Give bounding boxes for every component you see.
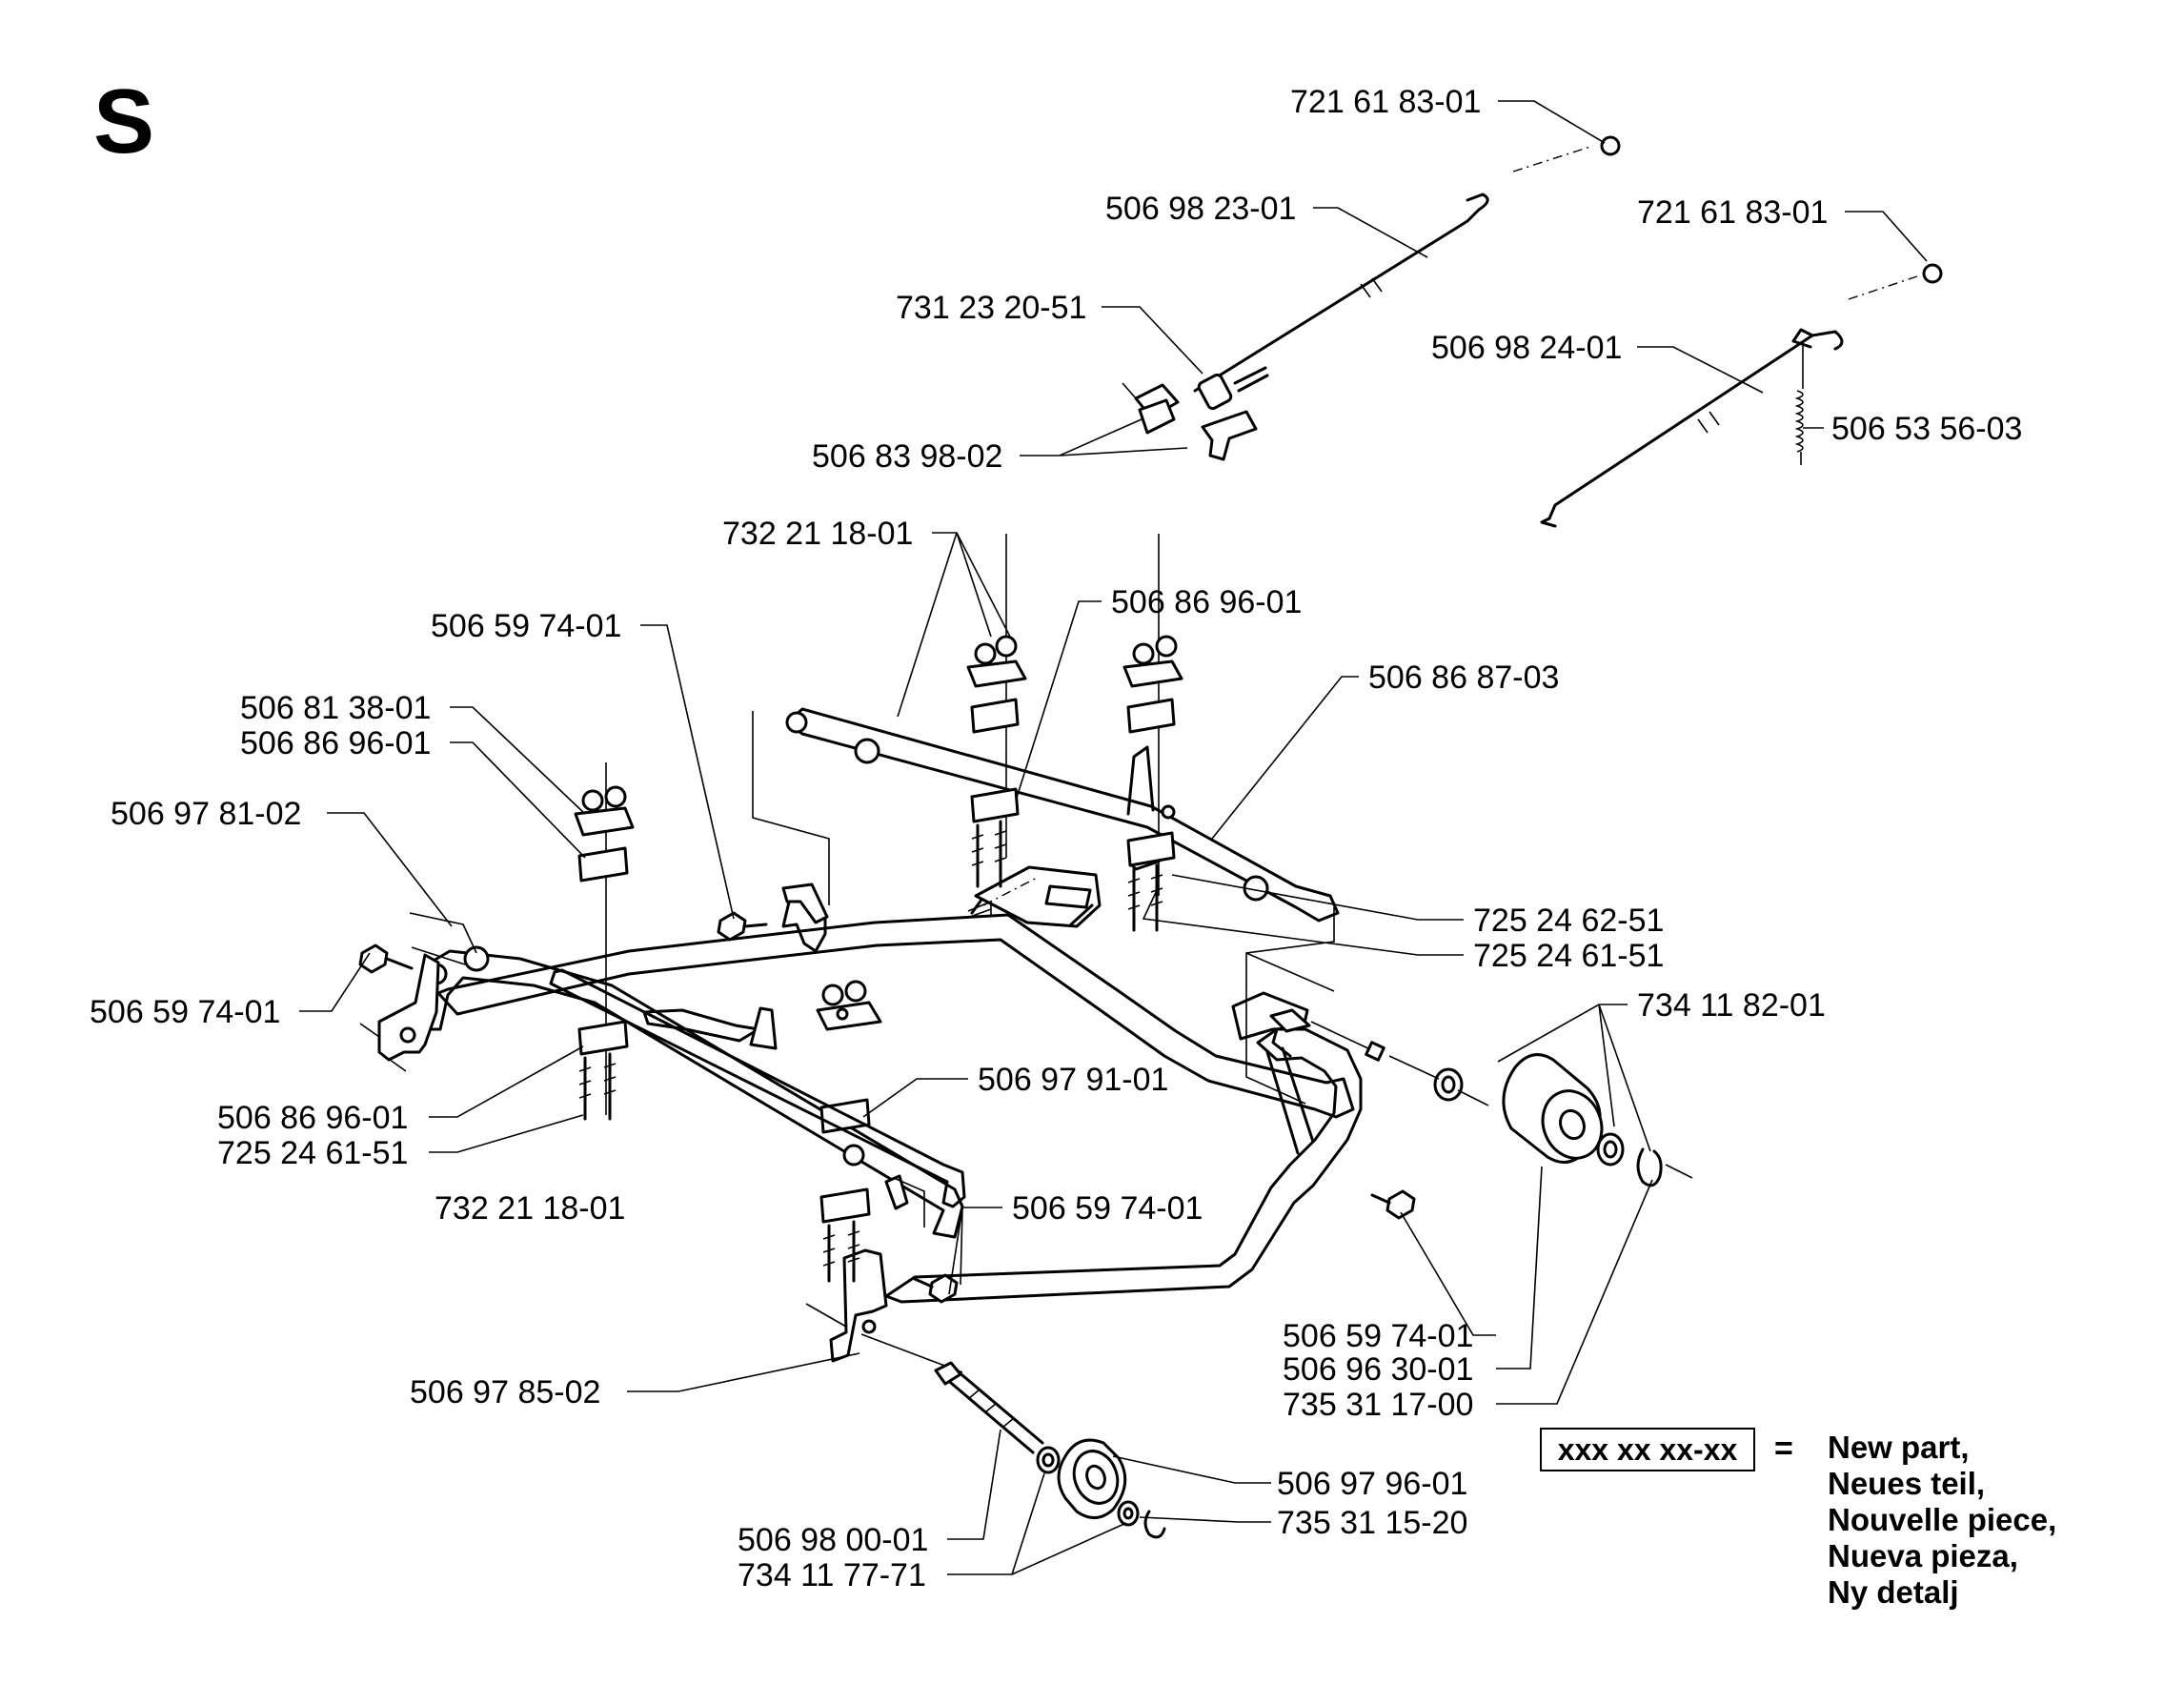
part-number-label: 735 31 17-00 <box>1283 1387 1474 1423</box>
part-number-label: 506 97 91-01 <box>978 1062 1169 1098</box>
part-number-label: 506 98 23-01 <box>1105 191 1297 227</box>
part-number-label: 506 97 81-02 <box>111 796 302 832</box>
legend-line: Nueva pieza, <box>1828 1538 2018 1573</box>
part-number-label: 506 86 96-01 <box>217 1100 409 1136</box>
legend-equals-sign: = <box>1774 1430 1793 1467</box>
clamp-stack-left <box>574 762 635 1121</box>
spring-coil-icon <box>1794 343 1804 465</box>
legend-new-part-box: xxx xx xx-xx <box>1540 1428 1755 1471</box>
washer-icon <box>1388 1055 1489 1106</box>
hex-bolt-icon <box>358 943 414 974</box>
frame-upper-arm <box>436 883 1355 1119</box>
part-number-label: 506 59 74-01 <box>1012 1190 1203 1227</box>
part-number-label: 721 61 83-01 <box>1290 84 1482 120</box>
part-number-label: 506 97 96-01 <box>1277 1466 1468 1502</box>
part-number-label: 735 31 15-20 <box>1277 1505 1468 1541</box>
part-number-label: 506 98 24-01 <box>1431 330 1623 366</box>
part-number-label: 506 98 00-01 <box>738 1522 929 1558</box>
part-number-label: 506 83 98-02 <box>812 438 1003 475</box>
legend-line: Nouvelle piece, <box>1828 1502 2057 1537</box>
section-letter: S <box>93 71 155 172</box>
clevis-pin-icon <box>1600 135 1621 156</box>
washer-icon <box>1117 1500 1140 1527</box>
control-rod-left <box>1193 135 1621 393</box>
centre-bracket <box>642 1006 778 1050</box>
part-number-label: 506 96 30-01 <box>1283 1351 1474 1388</box>
part-number-label: 721 61 83-01 <box>1637 194 1829 231</box>
part-number-label: 506 59 74-01 <box>1283 1318 1474 1354</box>
rear-wheel <box>1502 1053 1604 1165</box>
part-number-label: 725 24 62-51 <box>1473 903 1665 939</box>
circlip-icon <box>1636 1147 1693 1187</box>
flange-nut-icon <box>463 945 490 972</box>
part-number-label: 506 59 74-01 <box>431 608 622 644</box>
legend-new-part-text: New part, Neues teil, Nouvelle piece, Nu… <box>1828 1430 2056 1611</box>
circlip-icon <box>1143 1510 1166 1539</box>
part-number-label: 732 21 18-01 <box>435 1190 626 1227</box>
part-number-label: 506 86 87-03 <box>1368 659 1560 696</box>
part-number-label: 725 24 61-51 <box>217 1135 409 1171</box>
hex-bolt-icon <box>717 911 768 942</box>
part-number-label: 506 53 56-03 <box>1831 411 2023 447</box>
part-number-label: 506 81 38-01 <box>240 690 432 726</box>
part-number-label: 731 23 20-51 <box>896 290 1087 326</box>
assembly-guide-lines <box>409 711 1335 1227</box>
legend-line: Neues teil, <box>1828 1466 1986 1501</box>
part-number-label: 506 59 74-01 <box>90 994 281 1030</box>
clamp-stack-centre <box>966 534 1027 888</box>
clevis-pin-icon <box>1922 263 1943 284</box>
washer-icon <box>1036 1446 1061 1474</box>
control-rod-right <box>1540 263 1943 528</box>
legend-line: Ny detalj <box>1828 1574 1959 1610</box>
hex-bolt-icon <box>913 1273 959 1304</box>
part-number-label: 725 24 61-51 <box>1473 938 1665 974</box>
adjuster-nut <box>1197 366 1269 411</box>
frame-centre-tube <box>967 865 1102 928</box>
frame-lower-loop <box>884 991 1385 1304</box>
part-number-label: 734 11 82-01 <box>1637 987 1826 1024</box>
part-number-label: 506 86 96-01 <box>1111 584 1303 620</box>
washer-icon <box>1596 1132 1625 1167</box>
front-axle-bolt <box>934 1361 1044 1454</box>
frame-bracket-left <box>359 953 440 1072</box>
clamp-stack-right <box>1122 534 1183 932</box>
frame-bracket-front <box>805 1248 963 1373</box>
part-number-label: 506 97 85-02 <box>410 1374 601 1410</box>
front-wheel <box>1057 1438 1127 1519</box>
part-number-label: 732 21 18-01 <box>722 516 914 552</box>
clevis-bracket <box>1122 382 1258 461</box>
legend-line: New part, <box>1828 1430 1970 1465</box>
part-number-label: 506 86 96-01 <box>240 725 432 761</box>
part-number-label: 734 11 77-71 <box>738 1557 926 1593</box>
leader-lines <box>299 100 1928 1575</box>
hex-bolt-icon <box>1370 1189 1416 1220</box>
